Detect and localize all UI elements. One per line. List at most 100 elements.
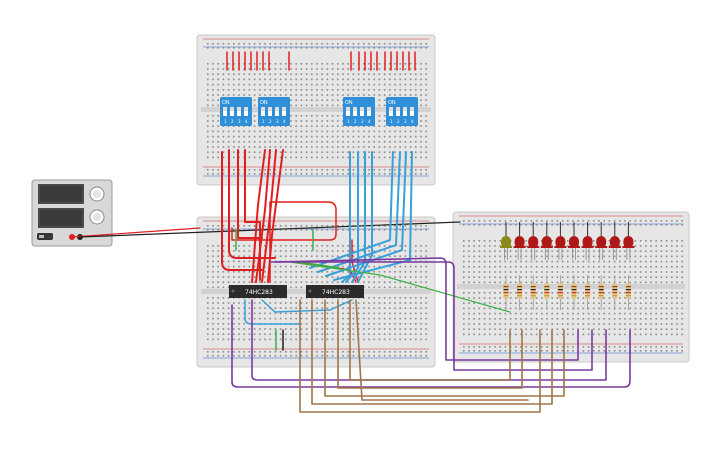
breadboard-hole[interactable] bbox=[233, 141, 235, 143]
breadboard-hole[interactable] bbox=[316, 271, 318, 273]
breadboard-hole[interactable] bbox=[217, 89, 219, 91]
breadboard-hole[interactable] bbox=[567, 307, 569, 310]
breadboard-hole[interactable] bbox=[337, 169, 339, 171]
breadboard-hole[interactable] bbox=[425, 255, 427, 257]
breadboard-hole[interactable] bbox=[483, 255, 486, 258]
breadboard-hole[interactable] bbox=[212, 265, 214, 268]
breadboard-hole[interactable] bbox=[499, 266, 501, 268]
breadboard-hole[interactable] bbox=[331, 323, 334, 325]
breadboard-hole[interactable] bbox=[389, 333, 391, 335]
breadboard-hole[interactable] bbox=[541, 250, 543, 252]
breadboard-hole[interactable] bbox=[634, 220, 637, 222]
breadboard-hole[interactable] bbox=[420, 328, 422, 330]
wire[interactable] bbox=[345, 151, 359, 283]
breadboard-hole[interactable] bbox=[269, 130, 271, 133]
breadboard-hole[interactable] bbox=[561, 281, 564, 284]
breadboard-hole[interactable] bbox=[212, 271, 214, 273]
breadboard-hole[interactable] bbox=[279, 146, 282, 148]
breadboard-hole[interactable] bbox=[535, 307, 538, 310]
breadboard-hole[interactable] bbox=[259, 130, 261, 133]
breadboard-hole[interactable] bbox=[238, 135, 240, 138]
breadboard-hole[interactable] bbox=[342, 245, 344, 247]
breadboard-hole[interactable] bbox=[316, 47, 318, 49]
breadboard-hole[interactable] bbox=[489, 245, 491, 247]
breadboard-hole[interactable] bbox=[352, 141, 355, 143]
breadboard-hole[interactable] bbox=[316, 245, 318, 247]
breadboard-hole[interactable] bbox=[535, 271, 538, 273]
breadboard-hole[interactable] bbox=[582, 281, 585, 284]
breadboard-hole[interactable] bbox=[207, 47, 209, 49]
breadboard-hole[interactable] bbox=[368, 276, 370, 278]
breadboard-hole[interactable] bbox=[420, 265, 422, 268]
breadboard-hole[interactable] bbox=[383, 307, 386, 309]
breadboard-hole[interactable] bbox=[399, 83, 401, 86]
breadboard-hole[interactable] bbox=[420, 156, 422, 159]
breadboard-hole[interactable] bbox=[420, 141, 422, 143]
breadboard-hole[interactable] bbox=[342, 83, 344, 86]
breadboard-hole[interactable] bbox=[331, 115, 334, 117]
breadboard-hole[interactable] bbox=[373, 312, 375, 315]
breadboard-hole[interactable] bbox=[217, 328, 219, 330]
breadboard-hole[interactable] bbox=[389, 351, 391, 353]
wire[interactable] bbox=[337, 299, 523, 389]
breadboard-hole[interactable] bbox=[655, 271, 657, 273]
breadboard-hole[interactable] bbox=[243, 307, 245, 309]
breadboard-hole[interactable] bbox=[227, 146, 230, 148]
breadboard-hole[interactable] bbox=[425, 265, 427, 268]
breadboard-hole[interactable] bbox=[331, 255, 334, 257]
breadboard-hole[interactable] bbox=[420, 307, 422, 309]
breadboard-hole[interactable] bbox=[342, 317, 344, 320]
breadboard-hole[interactable] bbox=[300, 250, 303, 252]
breadboard-hole[interactable] bbox=[530, 307, 533, 310]
breadboard-hole[interactable] bbox=[227, 89, 230, 91]
breadboard-hole[interactable] bbox=[212, 245, 214, 247]
breadboard-hole[interactable] bbox=[639, 292, 642, 294]
dip-switch-toggle[interactable] bbox=[410, 107, 414, 116]
breadboard-hole[interactable] bbox=[259, 141, 261, 143]
breadboard-hole[interactable] bbox=[681, 281, 683, 284]
wire[interactable] bbox=[231, 201, 337, 283]
breadboard-hole[interactable] bbox=[681, 292, 683, 294]
breadboard-hole[interactable] bbox=[285, 312, 287, 315]
breadboard-hole[interactable] bbox=[389, 302, 391, 304]
breadboard-hole[interactable] bbox=[253, 151, 256, 153]
breadboard-hole[interactable] bbox=[629, 281, 631, 284]
breadboard-hole[interactable] bbox=[463, 297, 465, 299]
breadboard-hole[interactable] bbox=[676, 281, 678, 284]
breadboard-hole[interactable] bbox=[378, 125, 381, 127]
breadboard-hole[interactable] bbox=[425, 99, 427, 101]
breadboard-hole[interactable] bbox=[593, 271, 595, 273]
breadboard-hole[interactable] bbox=[378, 43, 381, 45]
breadboard-hole[interactable] bbox=[671, 281, 673, 284]
breadboard-hole[interactable] bbox=[227, 333, 230, 335]
breadboard-hole[interactable] bbox=[331, 146, 334, 148]
breadboard-hole[interactable] bbox=[520, 220, 522, 222]
breadboard-hole[interactable] bbox=[603, 271, 605, 273]
breadboard-hole[interactable] bbox=[415, 78, 417, 81]
breadboard-hole[interactable] bbox=[499, 240, 501, 242]
breadboard-hole[interactable] bbox=[473, 323, 475, 325]
breadboard-hole[interactable] bbox=[368, 302, 370, 304]
breadboard-hole[interactable] bbox=[300, 245, 303, 247]
dip-switch-toggle[interactable] bbox=[282, 107, 286, 116]
breadboard-hole[interactable] bbox=[253, 130, 256, 133]
breadboard-hole[interactable] bbox=[357, 141, 360, 143]
breadboard-hole[interactable] bbox=[409, 89, 412, 91]
breadboard-hole[interactable] bbox=[404, 135, 407, 138]
breadboard-hole[interactable] bbox=[342, 94, 344, 96]
breadboard-hole[interactable] bbox=[222, 47, 225, 49]
breadboard-hole[interactable] bbox=[530, 224, 533, 226]
breadboard-hole[interactable] bbox=[238, 351, 240, 353]
breadboard-hole[interactable] bbox=[587, 276, 590, 278]
breadboard-hole[interactable] bbox=[530, 260, 533, 263]
breadboard-hole[interactable] bbox=[420, 47, 422, 49]
breadboard-hole[interactable] bbox=[217, 130, 219, 133]
breadboard-hole[interactable] bbox=[420, 151, 422, 153]
breadboard-hole[interactable] bbox=[259, 351, 261, 353]
breadboard-hole[interactable] bbox=[556, 307, 559, 310]
breadboard-hole[interactable] bbox=[305, 245, 308, 247]
breadboard-hole[interactable] bbox=[363, 276, 365, 278]
breadboard-hole[interactable] bbox=[279, 63, 282, 65]
breadboard-hole[interactable] bbox=[300, 151, 303, 153]
breadboard-hole[interactable] bbox=[347, 151, 349, 153]
